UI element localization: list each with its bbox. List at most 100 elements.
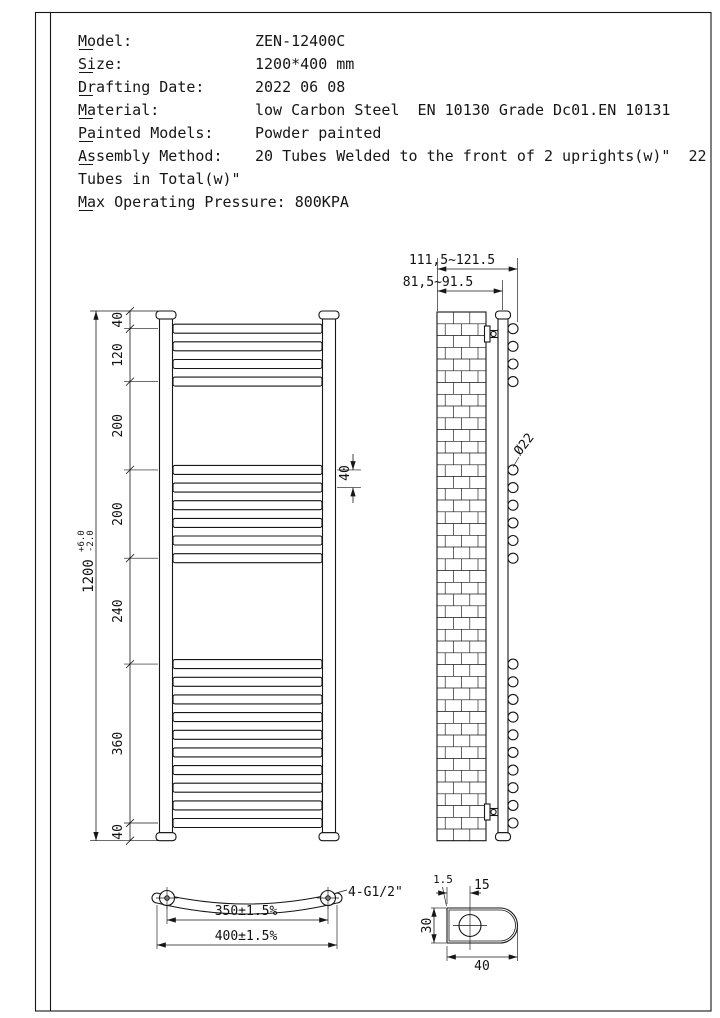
chain-marks	[90, 306, 158, 845]
bracket-plate	[483, 325, 491, 343]
tube	[172, 712, 323, 723]
dim-wall-to-upright: 81,5~91.5	[403, 275, 473, 290]
upright-top-cap	[494, 310, 512, 320]
spec-label-max-pressure: Max Operating Pressure:	[78, 191, 295, 214]
tube	[172, 676, 323, 687]
tube-section-circle	[507, 799, 519, 811]
curved-tube-outer-edge	[156, 892, 338, 905]
sheet-frame	[34, 11, 712, 1012]
tube	[172, 376, 323, 387]
wall	[436, 311, 487, 842]
spec-label-model: Model:	[78, 30, 255, 53]
tube-section-circle	[507, 676, 519, 688]
tube-end-cap	[151, 892, 158, 904]
dim-profile-width: 40	[474, 959, 490, 974]
dim-overall-width: 400±1.5%	[215, 929, 278, 944]
upright-bottom-cap	[155, 832, 177, 842]
right-upright	[318, 310, 340, 842]
tube	[172, 341, 323, 352]
tube-section-circle	[507, 746, 519, 758]
upright-top-cap	[155, 310, 177, 320]
tube	[172, 800, 323, 811]
tube	[172, 500, 323, 511]
tube-section-circle	[507, 552, 519, 564]
profile-inner	[448, 909, 516, 942]
upright-body	[321, 318, 337, 834]
tube	[172, 553, 323, 564]
tube-section-circle	[507, 517, 519, 529]
top-wall-bracket	[483, 325, 498, 343]
dim-overall-height: 1200 +6.0 -2.0	[77, 530, 97, 593]
fitting-label: 4-G1/2"	[348, 885, 403, 900]
fitting-hole	[164, 895, 170, 901]
tube	[172, 517, 323, 528]
spec-value-assembly-continued: Tubes in Total(w)"	[78, 170, 241, 188]
dim-chain-4: 240	[111, 599, 126, 622]
spec-row-drafting-date: Drafting Date: 2022 06 08	[78, 76, 707, 99]
spec-label-material: Material:	[78, 99, 255, 122]
dim-chain-2: 200	[111, 414, 126, 437]
tube-section-circle	[507, 693, 519, 705]
tube-section-circle	[507, 464, 519, 476]
tube-section-circle	[507, 782, 519, 794]
fitting-hole	[325, 895, 331, 901]
spec-value-size: 1200*400 mm	[255, 55, 355, 73]
wall-brick-pattern	[437, 312, 486, 841]
leader-line	[512, 456, 520, 468]
tube-section-circle	[507, 340, 519, 352]
tube-section-circle	[507, 729, 519, 741]
bracket-knob	[490, 808, 497, 816]
tube	[172, 535, 323, 546]
tube-section-circle	[507, 499, 519, 511]
upright-bottom-cap	[318, 832, 340, 842]
tube-section-circle	[507, 658, 519, 670]
spec-row-model: Model: ZEN-12400C	[78, 30, 707, 53]
upright-body	[158, 318, 174, 834]
side-dimensions: 111,5~121.5 81,5~91.5 Ø22	[403, 253, 538, 468]
side-view	[436, 310, 519, 842]
spec-block: Model: ZEN-12400C Size: 1200*400 mm Draf…	[78, 30, 707, 214]
spec-value-painted-models: Powder painted	[255, 124, 382, 142]
tube-section-circle	[507, 376, 519, 388]
tube	[172, 765, 323, 776]
dim-overall-tol-plus: +6.0	[77, 530, 87, 552]
upright-top-cap	[318, 310, 340, 320]
tube	[172, 817, 323, 829]
dim-hole-offset: 15	[474, 878, 490, 893]
dim-wall-to-tube: 111,5~121.5	[409, 253, 495, 268]
left-upright	[155, 310, 177, 842]
tube	[172, 782, 323, 793]
leader-line	[442, 886, 447, 907]
tube-section-circle	[507, 323, 519, 335]
upright-bottom-cap	[494, 832, 512, 842]
leader-line	[335, 889, 348, 894]
dim-chain-1: 120	[111, 343, 126, 366]
spec-value-material: low Carbon Steel EN 10130 Grade Dc01.EN …	[255, 101, 671, 119]
dim-overall-tol-minus: -2.0	[86, 530, 96, 552]
spec-row-max-pressure: Max Operating Pressure: 800KPA	[78, 191, 707, 214]
top-view: 4-G1/2" 350±1.5% 400±1.5%	[151, 885, 403, 949]
bottom-wall-bracket	[483, 803, 498, 821]
spec-row-material: Material: low Carbon Steel EN 10130 Grad…	[78, 99, 707, 122]
bracket-plate	[483, 803, 491, 821]
tube	[172, 747, 323, 758]
dim-chain-3: 200	[111, 502, 126, 525]
tube	[172, 323, 323, 334]
dim-wall-thickness: 1.5	[433, 873, 453, 886]
tube	[172, 694, 323, 705]
dim-tube-pitch: 40	[338, 465, 353, 481]
side-tube-circles	[507, 323, 519, 829]
spec-label-painted-models: Painted Models:	[78, 122, 255, 145]
dim-chain-0: 40	[111, 312, 126, 328]
tube	[172, 464, 323, 475]
front-tubes	[172, 323, 323, 829]
front-view	[155, 310, 340, 842]
dim-upright-centers: 350±1.5%	[215, 904, 278, 919]
dim-chain-5: 360	[111, 732, 126, 755]
spec-row-assembly-method: Assembly Method: 20 Tubes Welded to the …	[78, 145, 707, 168]
dim-profile-height: 30	[420, 918, 435, 934]
spec-value-drafting-date: 2022 06 08	[255, 78, 346, 96]
dim-tube-diameter: Ø22	[511, 431, 537, 459]
